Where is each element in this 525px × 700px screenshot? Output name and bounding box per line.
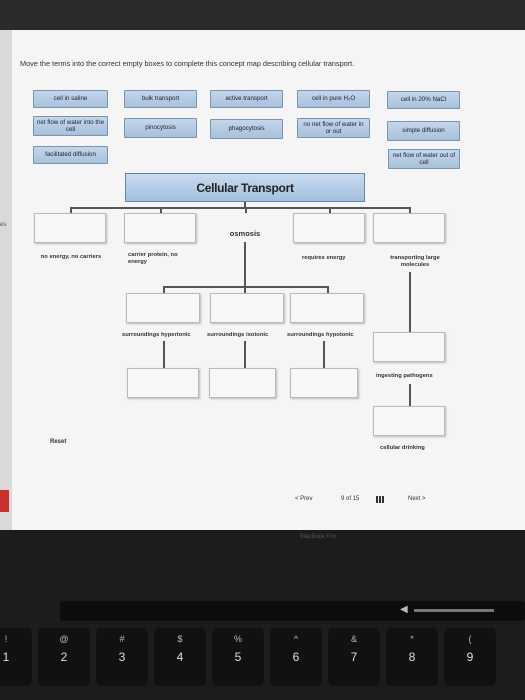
label-carrier-protein: carrier protein, no energy: [128, 252, 178, 265]
connector-line: [244, 202, 246, 208]
label-ingesting-pathogens: ingesting pathogens: [376, 373, 433, 379]
publisher-logo: [0, 490, 9, 512]
key-number: 8: [408, 650, 416, 664]
key-number: 1: [2, 650, 10, 664]
grid-icon[interactable]: [376, 496, 385, 503]
keyboard-row: !1@2#3$4%5^6&7*8(9: [0, 628, 525, 688]
term-cell-in-pure-water[interactable]: cell in pure H₂O: [297, 90, 370, 108]
volume-slider[interactable]: [414, 609, 494, 612]
page-total: 15: [352, 496, 360, 502]
left-edge-strip: [0, 30, 12, 530]
empty-slot-10[interactable]: [290, 368, 358, 398]
page-of: of: [346, 496, 352, 502]
term-cell-in-nacl[interactable]: cell in 20% NaCl: [387, 91, 460, 109]
empty-slot-11[interactable]: [373, 332, 445, 362]
term-net-flow-into-cell[interactable]: net flow of water into the cell: [33, 116, 108, 136]
key-number: 4: [176, 650, 184, 664]
connector-line: [244, 286, 246, 293]
label-requires-energy: requires energy: [302, 255, 346, 261]
label-transporting-large: transporting large molecules: [390, 255, 440, 268]
term-net-flow-out-of-cell[interactable]: net flow of water out of cell: [388, 149, 460, 169]
key-1[interactable]: !1: [0, 628, 32, 686]
osmosis-label: osmosis: [229, 229, 261, 238]
connector-line: [323, 341, 325, 369]
key-symbol: %: [233, 634, 242, 644]
key-number: 7: [350, 650, 358, 664]
key-symbol: (: [468, 634, 472, 644]
instruction-text: Move the terms into the correct empty bo…: [20, 59, 355, 68]
reset-button[interactable]: Reset: [50, 439, 67, 445]
term-no-net-flow[interactable]: no net flow of water in or out: [297, 118, 370, 138]
connector-line: [163, 286, 165, 293]
key-symbol: *: [410, 634, 414, 644]
key-symbol: &: [350, 634, 357, 644]
empty-slot-4[interactable]: [373, 213, 445, 243]
label-cellular-drinking: cellular drinking: [380, 445, 425, 451]
connector-line: [245, 207, 247, 213]
empty-slot-5[interactable]: [126, 293, 200, 323]
prev-button[interactable]: < Prev: [295, 496, 313, 502]
empty-slot-2[interactable]: [124, 213, 196, 243]
touch-bar: [60, 601, 525, 621]
label-surroundings-hypotonic: surroundings hypotonic: [287, 332, 354, 338]
page-current: 9: [341, 496, 345, 502]
device-label: MacBook Pro: [300, 534, 337, 540]
term-bulk-transport[interactable]: bulk transport: [124, 90, 197, 108]
empty-slot-8[interactable]: [127, 368, 199, 398]
map-title-box: Cellular Transport: [125, 173, 365, 202]
key-symbol: @: [59, 634, 69, 644]
connector-line: [409, 272, 411, 332]
term-pinocytosis[interactable]: pinocytosis: [124, 118, 197, 138]
empty-slot-7[interactable]: [290, 293, 364, 323]
key-number: 5: [234, 650, 242, 664]
key-symbol: ^: [293, 634, 299, 644]
key-2[interactable]: @2: [38, 628, 90, 686]
term-simple-diffusion[interactable]: simple diffusion: [387, 121, 460, 141]
connector-line: [244, 242, 246, 287]
label-surroundings-isotonic: surroundings isotonic: [207, 332, 269, 338]
key-number: 9: [466, 650, 474, 664]
key-symbol: $: [177, 634, 183, 644]
term-cell-in-saline[interactable]: cell in saline: [33, 90, 108, 108]
key-3[interactable]: #3: [96, 628, 148, 686]
key-6[interactable]: ^6: [270, 628, 322, 686]
key-8[interactable]: *8: [386, 628, 438, 686]
volume-icon[interactable]: ◀: [400, 604, 408, 615]
key-4[interactable]: $4: [154, 628, 206, 686]
key-number: 2: [60, 650, 68, 664]
key-number: 6: [292, 650, 300, 664]
edge-text: es: [0, 222, 7, 228]
key-7[interactable]: &7: [328, 628, 380, 686]
key-symbol: #: [119, 634, 125, 644]
next-button[interactable]: Next >: [408, 496, 426, 502]
empty-slot-1[interactable]: [34, 213, 106, 243]
empty-slot-9[interactable]: [209, 368, 276, 398]
connector-line: [244, 341, 246, 369]
connector-line: [70, 207, 410, 209]
connector-line: [163, 286, 328, 288]
term-active-transport[interactable]: active transport: [210, 90, 283, 108]
connector-line: [409, 384, 411, 406]
term-phagocytosis[interactable]: phagocytosis: [210, 119, 283, 139]
key-9[interactable]: (9: [444, 628, 496, 686]
key-5[interactable]: %5: [212, 628, 264, 686]
connector-line: [329, 207, 331, 213]
connector-line: [163, 341, 165, 369]
page-indicator: 9 of 15: [341, 496, 359, 502]
label-no-energy: no energy, no carriers: [40, 254, 102, 260]
term-facilitated-diffusion[interactable]: facilitated diffusion: [33, 146, 108, 164]
connector-line: [70, 207, 72, 213]
connector-line: [327, 286, 329, 293]
laptop-bezel: [0, 0, 525, 30]
browser-screen: es Move the terms into the correct empty…: [0, 30, 525, 530]
connector-line: [409, 207, 411, 213]
label-surroundings-hypertonic: surroundings hypertonic: [122, 332, 191, 338]
empty-slot-6[interactable]: [210, 293, 284, 323]
connector-line: [160, 207, 162, 213]
empty-slot-3[interactable]: [293, 213, 365, 243]
empty-slot-12[interactable]: [373, 406, 445, 436]
key-number: 3: [118, 650, 126, 664]
key-symbol: !: [4, 634, 8, 644]
